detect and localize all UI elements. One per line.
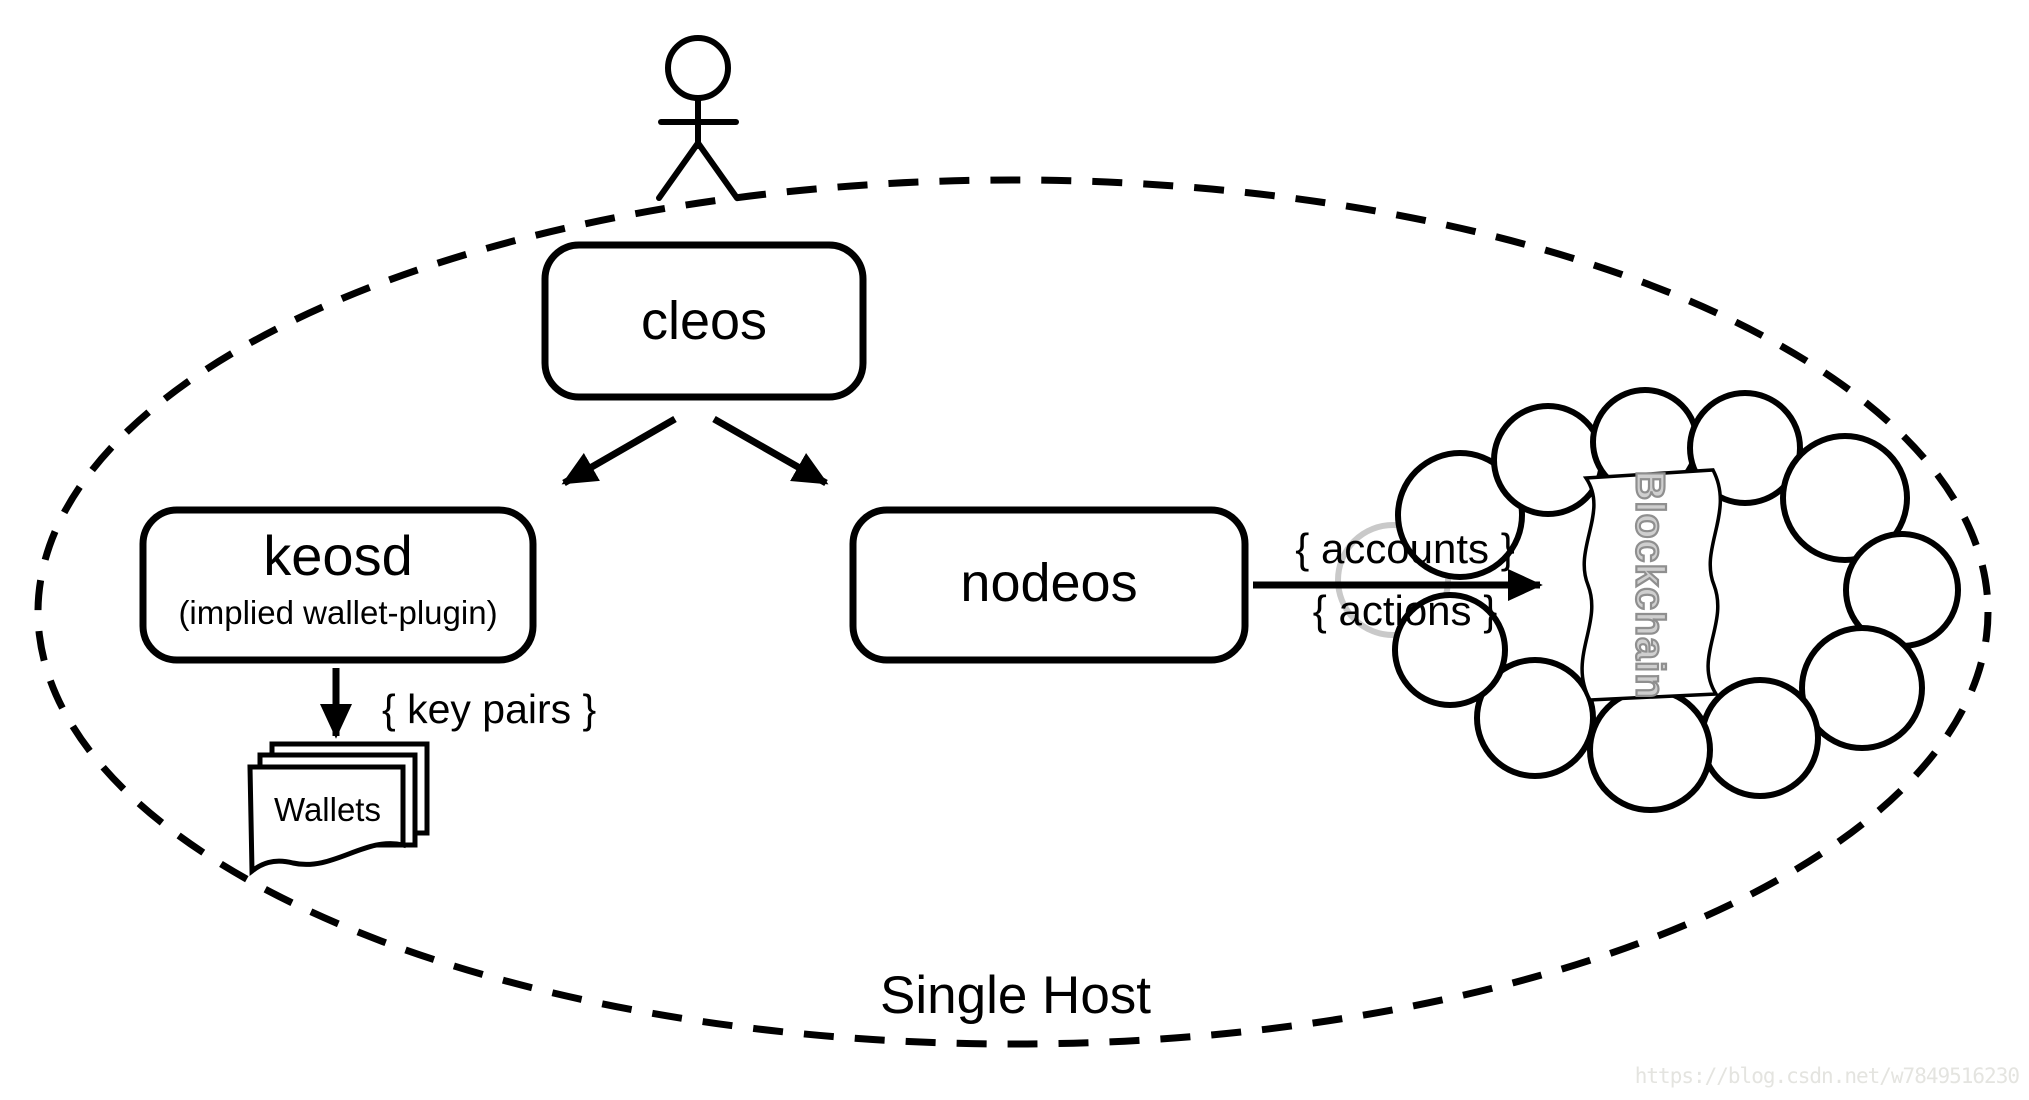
cleos-node-label: cleos bbox=[640, 291, 768, 351]
single-host-boundary-label: Single Host bbox=[880, 966, 1152, 1025]
keosd-box bbox=[139, 506, 537, 664]
blockchain-cloud-icon bbox=[1335, 387, 1961, 813]
nodeos-box bbox=[849, 506, 1249, 664]
single-host-boundary-ellipse bbox=[34, 176, 1992, 1048]
arrow-cleos-to-keosd bbox=[561, 415, 677, 487]
blockchain-scroll-shape bbox=[1580, 468, 1723, 702]
edge-label-accounts: { accounts } bbox=[1295, 525, 1515, 572]
keosd-node-label: keosd bbox=[263, 524, 413, 587]
cleos-box bbox=[541, 241, 867, 401]
nodeos-node-label: nodeos bbox=[960, 553, 1138, 613]
user-actor-icon bbox=[656, 35, 740, 201]
wallets-document-stack-icon bbox=[247, 741, 430, 877]
wallets-node-label: Wallets bbox=[274, 791, 381, 828]
csdn-watermark: https://blog.csdn.net/w7849516230 bbox=[1634, 1064, 2020, 1088]
blockchain-node-label: Blockchain bbox=[1626, 470, 1674, 701]
edge-label-key-pairs: { key pairs } bbox=[382, 686, 597, 732]
keosd-node-sublabel: (implied wallet-plugin) bbox=[178, 594, 498, 631]
edge-label-actions: { actions } bbox=[1312, 587, 1498, 634]
arrow-cleos-to-nodeos bbox=[712, 415, 829, 487]
